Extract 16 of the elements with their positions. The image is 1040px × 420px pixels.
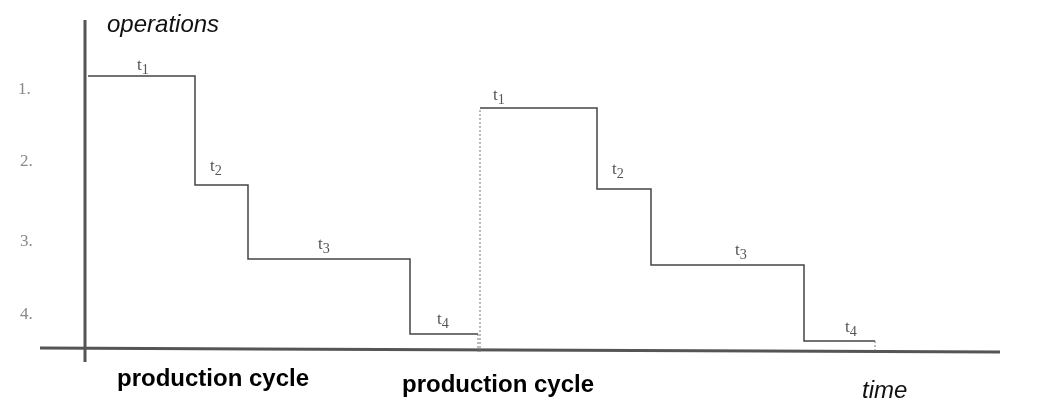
duration-label: t$_{2}$ bbox=[210, 157, 222, 178]
axis-label: time bbox=[862, 378, 908, 402]
axis-label: operations bbox=[107, 12, 220, 36]
duration-label: t$_{1}$ bbox=[493, 86, 505, 107]
duration-label: t$_{3}$ bbox=[735, 241, 747, 262]
duration-label: t$_{3}$ bbox=[318, 235, 330, 256]
duration-label: t$_{4}$ bbox=[845, 318, 857, 339]
tick-label: 4. bbox=[20, 305, 33, 322]
duration-label: t$_{2}$ bbox=[612, 160, 624, 181]
duration-label: t$_{1}$ bbox=[137, 56, 149, 77]
cycle-label: production cycle bbox=[402, 372, 595, 396]
cycle-label: production cycle bbox=[117, 366, 310, 390]
tick-label: 2. bbox=[20, 152, 33, 169]
tick-label: 3. bbox=[20, 232, 33, 249]
duration-label: t$_{4}$ bbox=[437, 310, 449, 331]
tick-label: 1. bbox=[18, 80, 31, 97]
